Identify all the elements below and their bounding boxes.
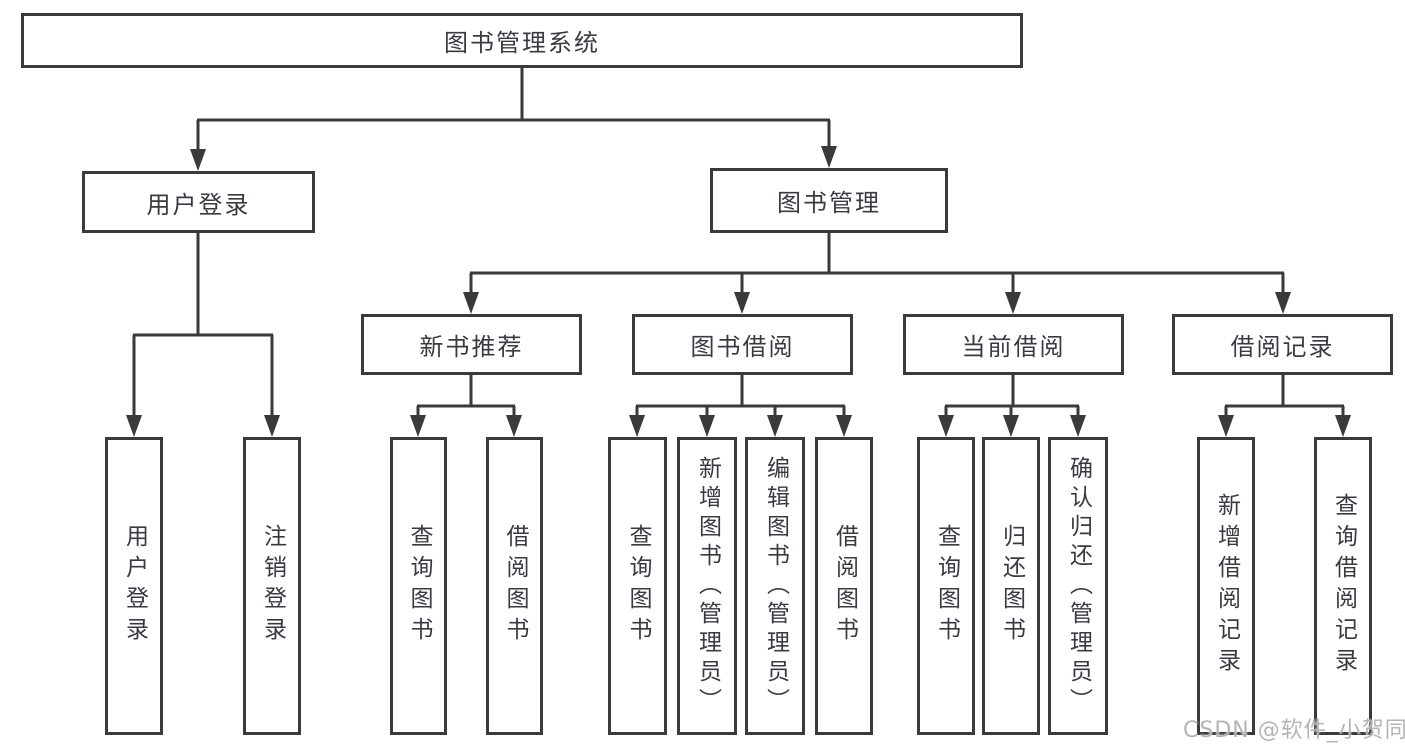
node-leaf-add-books-admin: 新增图书（管理员） [677,437,737,735]
node-root: 图书管理系统 [21,13,1023,68]
node-borrowing-records: 借阅记录 [1172,314,1393,375]
node-user-login: 用户登录 [82,171,315,233]
node-leaf-edit-books-admin: 编辑图书（管理员） [745,437,805,735]
node-leaf-query-books-2: 查询图书 [608,437,667,735]
node-leaf-query-books-3-label: 查询图书 [933,524,960,648]
node-leaf-query-books-3: 查询图书 [917,437,975,735]
node-current-borrowing-label: 当前借阅 [961,333,1066,361]
node-leaf-borrow-books-1-label: 借阅图书 [502,524,528,648]
node-root-label: 图书管理系统 [444,29,600,57]
node-leaf-borrow-books-1: 借阅图书 [486,437,543,735]
node-book-management: 图书管理 [710,168,948,233]
node-leaf-borrow-books-2: 借阅图书 [815,437,873,735]
node-user-login-label: 用户登录 [146,190,251,219]
node-leaf-logout: 注销登录 [243,437,301,735]
node-leaf-query-books-2-label: 查询图书 [625,524,651,648]
node-book-borrowing: 图书借阅 [632,314,853,375]
node-new-book-recommendation-label: 新书推荐 [419,333,524,361]
node-leaf-add-borrow-record: 新增借阅记录 [1197,437,1255,735]
node-new-book-recommendation: 新书推荐 [361,314,582,375]
node-leaf-query-borrow-record-label: 查询借阅记录 [1330,493,1357,679]
node-leaf-add-books-admin-label: 新增图书（管理员） [694,455,721,717]
node-leaf-add-borrow-record-label: 新增借阅记录 [1213,493,1240,679]
node-leaf-user-login-label: 用户登录 [121,524,148,648]
node-current-borrowing: 当前借阅 [903,314,1124,375]
node-leaf-user-login: 用户登录 [105,437,163,735]
node-book-management-label: 图书管理 [777,189,881,217]
node-leaf-borrow-books-2-label: 借阅图书 [831,524,858,648]
node-leaf-confirm-return-admin: 确认归还（管理员） [1048,437,1108,735]
csdn-watermark: CSDN @软件_小贺同学 [1183,718,1405,743]
node-book-borrowing-label: 图书借阅 [690,333,795,361]
node-leaf-edit-books-admin-label: 编辑图书（管理员） [762,455,789,717]
node-leaf-return-books: 归还图书 [982,437,1040,735]
node-leaf-query-borrow-record: 查询借阅记录 [1314,437,1372,735]
node-leaf-query-books-1: 查询图书 [390,437,447,735]
node-leaf-confirm-return-admin-label: 确认归还（管理员） [1065,455,1092,717]
node-borrowing-records-label: 借阅记录 [1230,333,1335,361]
node-leaf-query-books-1-label: 查询图书 [406,524,432,648]
node-leaf-logout-label: 注销登录 [259,524,286,648]
node-leaf-return-books-label: 归还图书 [998,524,1025,648]
